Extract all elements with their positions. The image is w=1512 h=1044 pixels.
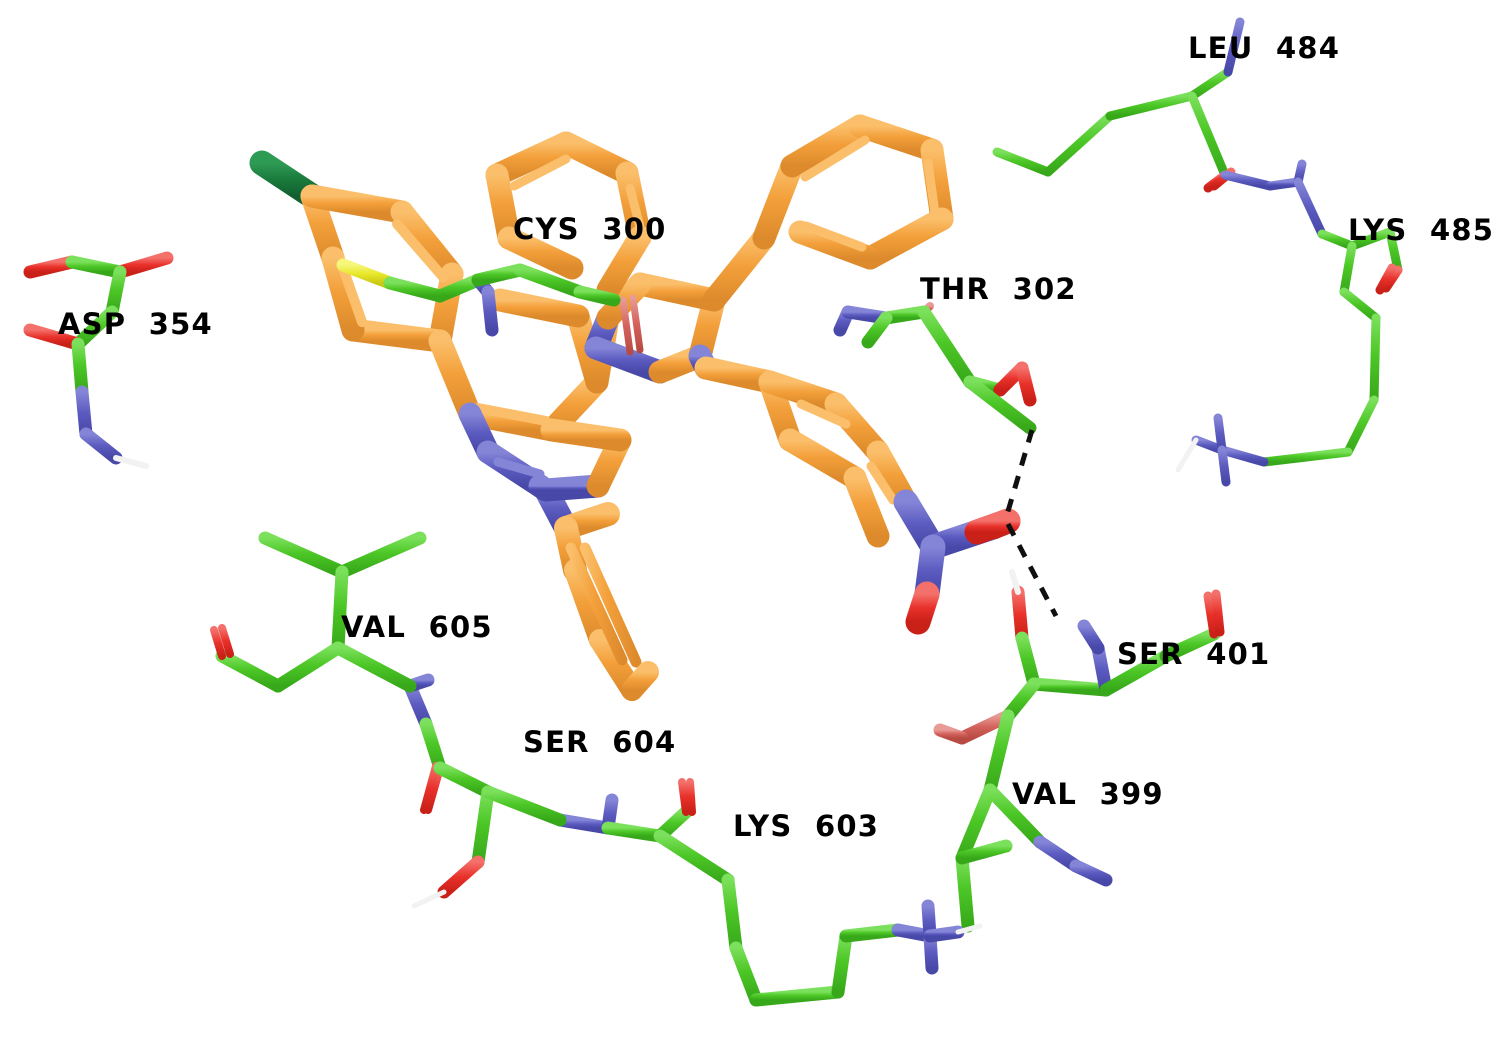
- residue-thr-302: [833, 302, 1037, 435]
- hydrogen-bond-network: [1003, 429, 1059, 618]
- residue-lys-603: [553, 778, 983, 1007]
- ligand-nitro-group: [893, 489, 1021, 635]
- ligand-phenyl-ring: [702, 114, 954, 312]
- hbond-nitro-to-ser401: [1005, 522, 1059, 618]
- residue-val-399: [933, 677, 1113, 933]
- residue-val-605: [210, 531, 427, 693]
- ligand-edge-on-ring: [534, 478, 659, 701]
- residue-lys-485: [1175, 159, 1403, 487]
- ligand-chlorophenyl-ring: [300, 184, 464, 353]
- ligand-model: [249, 114, 1021, 701]
- hbond-thr302-to-nitro: [1003, 429, 1035, 519]
- residue-leu-484: [992, 17, 1275, 193]
- ligand-heterocycle-core: [584, 272, 782, 394]
- residue-cys-300: [336, 258, 621, 337]
- ligand-upper-ring: [485, 131, 652, 302]
- ligand-nitrophenyl-ring: [758, 370, 918, 548]
- residue-ser-401: [1009, 569, 1225, 697]
- residue-ser-604: [403, 673, 567, 909]
- residue-asp-354: [23, 251, 174, 469]
- ligand-azole-ring: [458, 402, 632, 502]
